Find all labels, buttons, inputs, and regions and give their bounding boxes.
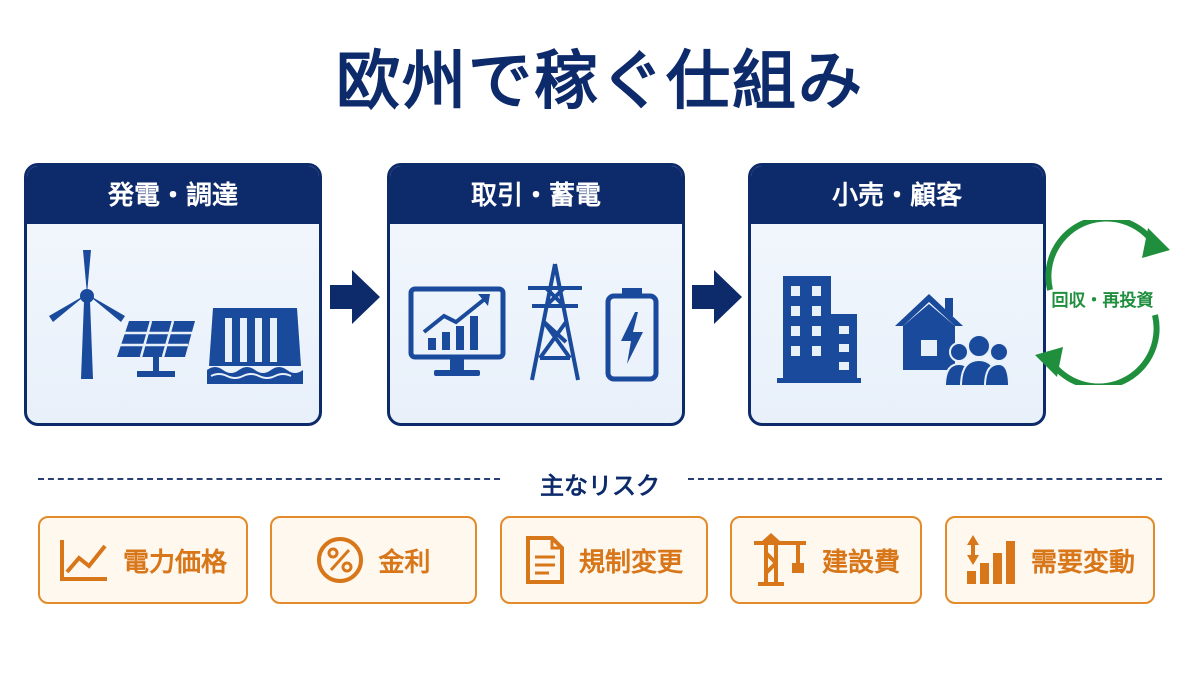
power-tower-icon: [528, 263, 582, 381]
risk-label: 建設費: [821, 547, 900, 578]
risk-item-demand-change: 需要変動: [945, 516, 1155, 604]
divider-left: [38, 478, 500, 480]
risk-label: 金利: [378, 547, 431, 578]
recycle-arrows-icon: [1035, 220, 1170, 385]
stage-header: 小売・顧客: [751, 166, 1043, 224]
risk-item-construction-cost: 建設費: [730, 516, 922, 604]
page-title: 欧州で稼ぐ仕組み: [336, 45, 864, 119]
risk-item-interest-rate: 金利: [270, 516, 477, 604]
risk-item-regulation: 規制変更: [500, 516, 708, 604]
risk-item-power-price: 電力価格: [38, 516, 248, 604]
cycle-label: 回収・再投資: [1051, 291, 1154, 311]
stage-card-retail: 小売・顧客: [748, 163, 1046, 426]
risk-label: 需要変動: [1030, 547, 1135, 578]
line-chart-icon: [59, 540, 107, 581]
risk-label: 電力価格: [122, 547, 227, 578]
trading-monitor-icon: [408, 286, 506, 376]
office-building-icon: [777, 276, 861, 383]
flow-arrow: [692, 270, 742, 324]
bar-chart-updown-icon: [966, 535, 1015, 584]
divider-right: [688, 478, 1162, 480]
battery-icon: [605, 288, 659, 382]
document-icon: [525, 536, 564, 584]
house-customers-icon: [895, 294, 1009, 387]
wind-turbine-icon: [49, 250, 125, 379]
flow-arrow: [330, 270, 380, 324]
hydro-dam-icon: [207, 308, 303, 384]
risks-heading: 主なリスク: [540, 472, 660, 500]
solar-panel-icon: [117, 320, 195, 377]
percent-icon: [317, 537, 364, 583]
crane-icon: [753, 533, 806, 586]
stage-header: 発電・調達: [27, 166, 319, 224]
stage-card-trading: 取引・蓄電: [387, 163, 685, 426]
risk-label: 規制変更: [578, 547, 683, 578]
stage-header: 取引・蓄電: [390, 166, 682, 224]
stage-card-generation: 発電・調達: [24, 163, 322, 426]
